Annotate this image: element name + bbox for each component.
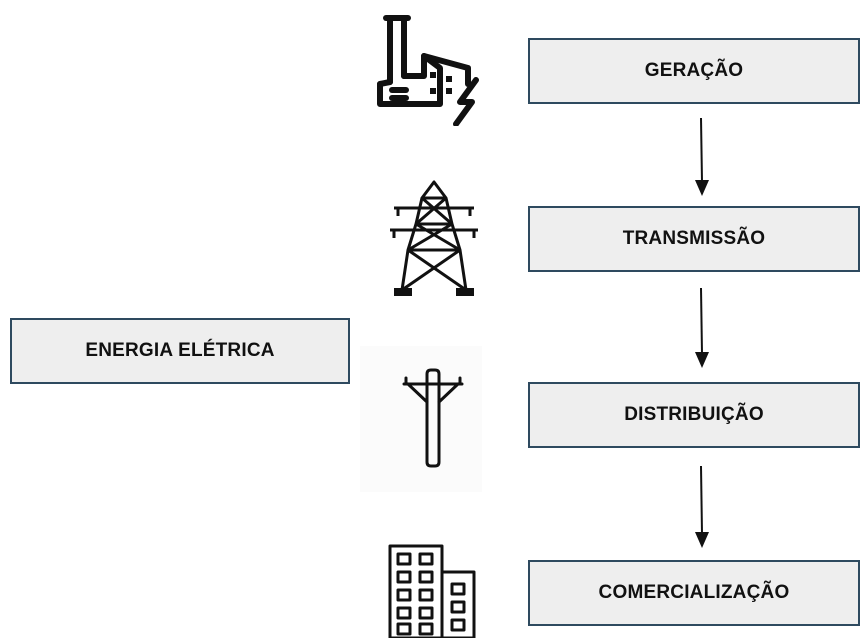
transmissao-label: TRANSMISSÃO bbox=[622, 228, 766, 249]
energia-eletrica-box: ENERGIA ELÉTRICA bbox=[10, 318, 350, 384]
buildings-icon bbox=[388, 544, 476, 638]
comercializacao-label: COMERCIALIZAÇÃO bbox=[598, 582, 790, 603]
geracao-box: GERAÇÃO bbox=[528, 38, 860, 104]
arrow-transmissao-distribuicao bbox=[695, 288, 709, 368]
geracao-label: GERAÇÃO bbox=[644, 60, 744, 81]
transmissao-box: TRANSMISSÃO bbox=[528, 206, 860, 272]
factory-icon bbox=[377, 15, 479, 126]
utility-pole-icon bbox=[402, 368, 464, 468]
arrow-geracao-transmissao bbox=[695, 118, 709, 196]
energia-eletrica-label: ENERGIA ELÉTRICA bbox=[85, 340, 275, 361]
distribuicao-box: DISTRIBUIÇÃO bbox=[528, 382, 860, 448]
arrow-distribuicao-comercializacao bbox=[695, 466, 709, 548]
comercializacao-box: COMERCIALIZAÇÃO bbox=[528, 560, 860, 626]
distribuicao-label: DISTRIBUIÇÃO bbox=[624, 404, 764, 425]
transmission-tower-icon bbox=[390, 180, 478, 296]
utility-pole-background bbox=[360, 346, 482, 492]
